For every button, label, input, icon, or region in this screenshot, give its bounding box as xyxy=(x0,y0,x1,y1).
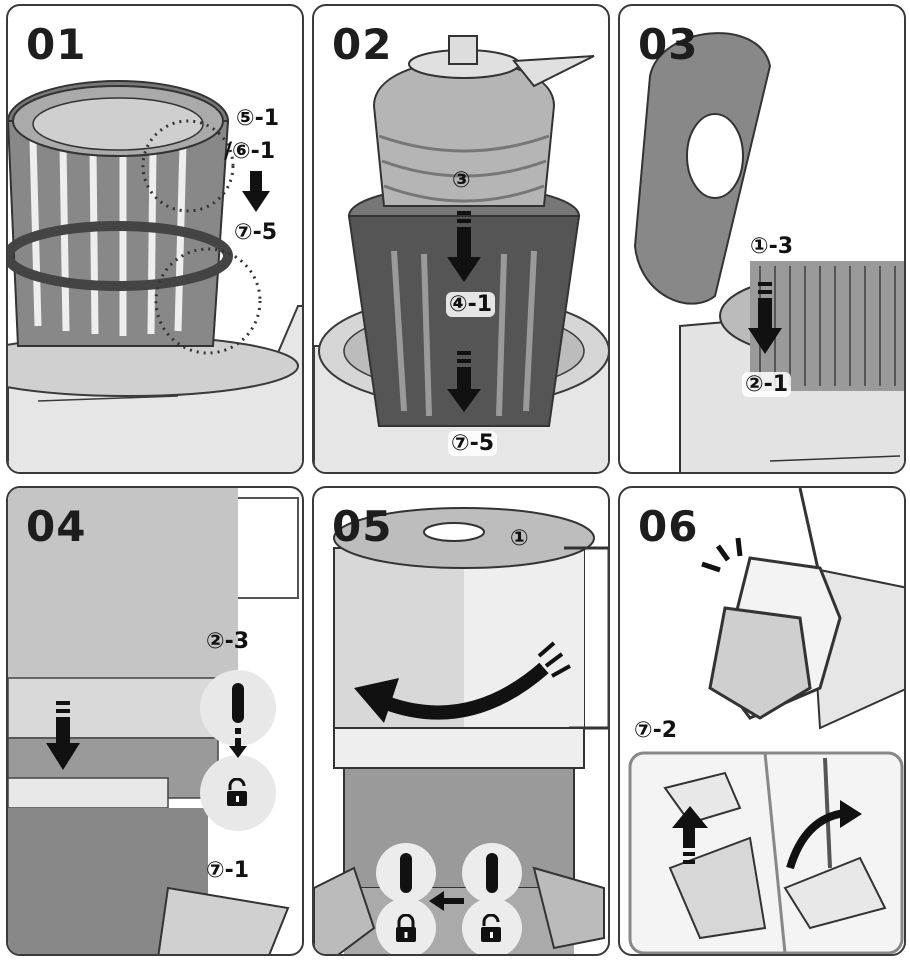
part-label: ⑦-5 xyxy=(448,431,497,456)
down-arrow-icon xyxy=(250,171,262,191)
step-number: 02 xyxy=(332,20,392,69)
step-panel-01: 01 ⑤-1 /⑥-1 ⑦-5 xyxy=(6,4,304,474)
part-label: ⑤-1 xyxy=(236,106,279,131)
step-number: 06 xyxy=(638,502,698,551)
part-label: ②-3 xyxy=(206,629,249,654)
step-number: 01 xyxy=(26,20,86,69)
step-panel-03: 03 ①-3 ②-1 xyxy=(618,4,906,474)
unlock-icon xyxy=(478,914,506,944)
step-panel-06: 06 ⑦-2 xyxy=(618,486,906,956)
part-label: ③ xyxy=(452,168,471,193)
step-02-illustration xyxy=(314,6,610,474)
step-number: 05 xyxy=(332,502,392,551)
part-label: /⑥-1 xyxy=(224,139,275,164)
unlock-icon xyxy=(224,778,252,808)
part-label: ⑦-5 xyxy=(234,220,277,245)
part-label: ①-3 xyxy=(750,234,793,259)
part-label: ① xyxy=(510,526,529,551)
step-panel-02: 02 ③ ④-1 ⑦-5 xyxy=(312,4,610,474)
part-label: ②-1 xyxy=(742,372,791,397)
click-marks-icon xyxy=(702,538,740,570)
step-05-illustration xyxy=(314,488,610,956)
step-number: 03 xyxy=(638,20,698,69)
step-number: 04 xyxy=(26,502,86,551)
lock-icon xyxy=(392,914,420,944)
part-label: ⑦-2 xyxy=(634,718,677,743)
part-label: ④-1 xyxy=(446,292,495,317)
part-label: ⑦-1 xyxy=(206,858,249,883)
step-panel-05: 05 ① xyxy=(312,486,610,956)
step-04-illustration xyxy=(8,488,304,956)
step-panel-04: 04 ②-3 ⑦-1 xyxy=(6,486,304,956)
